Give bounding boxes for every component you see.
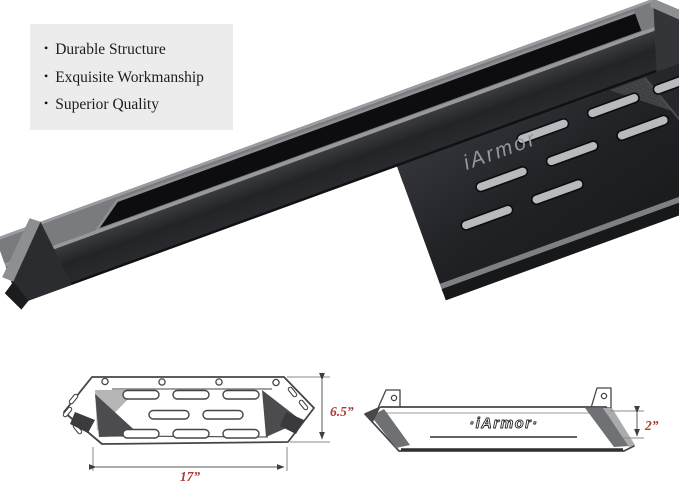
dimension-height [610, 406, 644, 439]
step-pad: iArmor [396, 50, 679, 301]
flange-holes [101, 377, 280, 387]
brand-logo-side-view: ·iArmor· [469, 416, 538, 432]
bullet-icon: • [44, 41, 49, 55]
bar-tube [0, 0, 679, 310]
tread-slots [122, 389, 260, 439]
feature-label: Exquisite Workmanship [55, 68, 204, 86]
bar-right-tip [649, 0, 679, 73]
bullet-icon: • [44, 96, 49, 111]
bracket-arm [643, 63, 679, 188]
diagram-side-view: ·iArmor· 2” [364, 387, 659, 452]
feature-item: • Exquisite Workmanship [44, 64, 223, 92]
feature-list: • Durable Structure • Exquisite Workmanshi… [30, 24, 233, 130]
feature-label: Durable Structure [55, 41, 166, 58]
feature-label: Superior Quality [55, 96, 159, 114]
dimension-depth [287, 373, 330, 443]
length-label: 17” [180, 469, 201, 484]
bullet-icon: • [44, 68, 49, 83]
mounting-tabs [377, 387, 612, 409]
step-slots [460, 68, 679, 231]
dimension-length [89, 447, 288, 471]
height-label: 2” [644, 418, 659, 433]
diagram-top-view: 6.5” 17” [62, 373, 354, 484]
side-shading [366, 408, 635, 448]
channel-recess [98, 11, 642, 229]
shaded-corners [70, 390, 304, 437]
side-view-outline [364, 406, 635, 452]
running-board-bar: iArmor [0, 0, 679, 310]
feature-item: • Durable Structure [44, 36, 223, 64]
depth-label: 6.5” [330, 404, 354, 419]
feature-item: • Superior Quality [44, 91, 223, 119]
bar-left-tip [2, 218, 72, 310]
